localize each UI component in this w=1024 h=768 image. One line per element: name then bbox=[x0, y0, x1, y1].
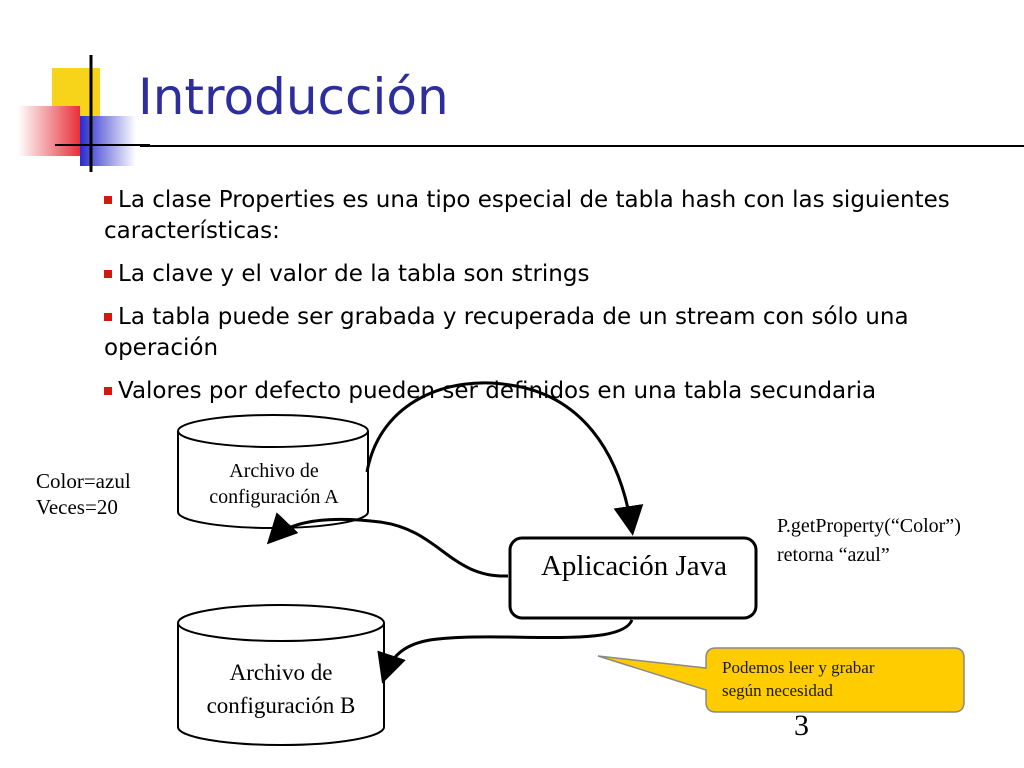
read-arrow bbox=[365, 381, 644, 536]
properties-values: Color=azul Veces=20 bbox=[36, 468, 131, 520]
label-line: Archivo de bbox=[229, 460, 319, 482]
title-underline bbox=[140, 145, 1024, 147]
square-bullet-icon bbox=[104, 387, 112, 395]
callout-line: según necesidad bbox=[722, 681, 833, 700]
config-file-b-cylinder bbox=[177, 604, 385, 746]
property-line: Color=azul bbox=[36, 469, 131, 493]
slide-number: 3 bbox=[794, 709, 809, 742]
deco-blue-square bbox=[80, 116, 136, 166]
callout-bubble bbox=[597, 647, 965, 713]
bullet-item: La clave y el valor de la tabla son stri… bbox=[104, 259, 1004, 290]
bullet-text: La tabla puede ser grabada y recuperada … bbox=[104, 304, 909, 361]
label-line: Archivo de bbox=[229, 660, 333, 685]
callout-line: Podemos leer y grabar bbox=[722, 658, 875, 677]
slide-title: Introducción bbox=[138, 68, 449, 126]
write-arrow-a bbox=[266, 512, 509, 578]
callout-text: Podemos leer y grabar según necesidad bbox=[722, 656, 874, 702]
note-line: retorna “azul” bbox=[777, 544, 890, 566]
bullet-item: La clase Properties es una tipo especial… bbox=[104, 185, 1004, 247]
property-line: Veces=20 bbox=[36, 495, 118, 519]
label-line: configuración B bbox=[206, 693, 356, 718]
deco-red-square bbox=[18, 106, 80, 156]
bullet-item: Valores por defecto pueden ser definidos… bbox=[104, 376, 1004, 407]
square-bullet-icon bbox=[104, 313, 112, 321]
square-bullet-icon bbox=[104, 270, 112, 278]
write-arrow-b bbox=[377, 619, 634, 684]
decorative-squares bbox=[18, 55, 150, 172]
config-file-a-label: Archivo de configuración A bbox=[182, 458, 366, 510]
square-bullet-icon bbox=[104, 196, 112, 204]
bullet-text: La clase Properties es una tipo especial… bbox=[104, 187, 950, 244]
get-property-note: P.getProperty(“Color”) retorna “azul” bbox=[777, 512, 961, 570]
java-app-label: Aplicación Java bbox=[540, 550, 727, 582]
config-file-a-cylinder bbox=[177, 414, 369, 529]
label-line: configuración A bbox=[209, 486, 339, 508]
bullet-list: La clase Properties es una tipo especial… bbox=[104, 185, 1004, 419]
bullet-item: La tabla puede ser grabada y recuperada … bbox=[104, 302, 1004, 364]
java-app-box bbox=[508, 536, 758, 620]
config-file-b-label: Archivo de configuración B bbox=[178, 656, 384, 722]
note-line: P.getProperty(“Color”) bbox=[777, 515, 961, 537]
bullet-text: La clave y el valor de la tabla son stri… bbox=[118, 261, 590, 287]
